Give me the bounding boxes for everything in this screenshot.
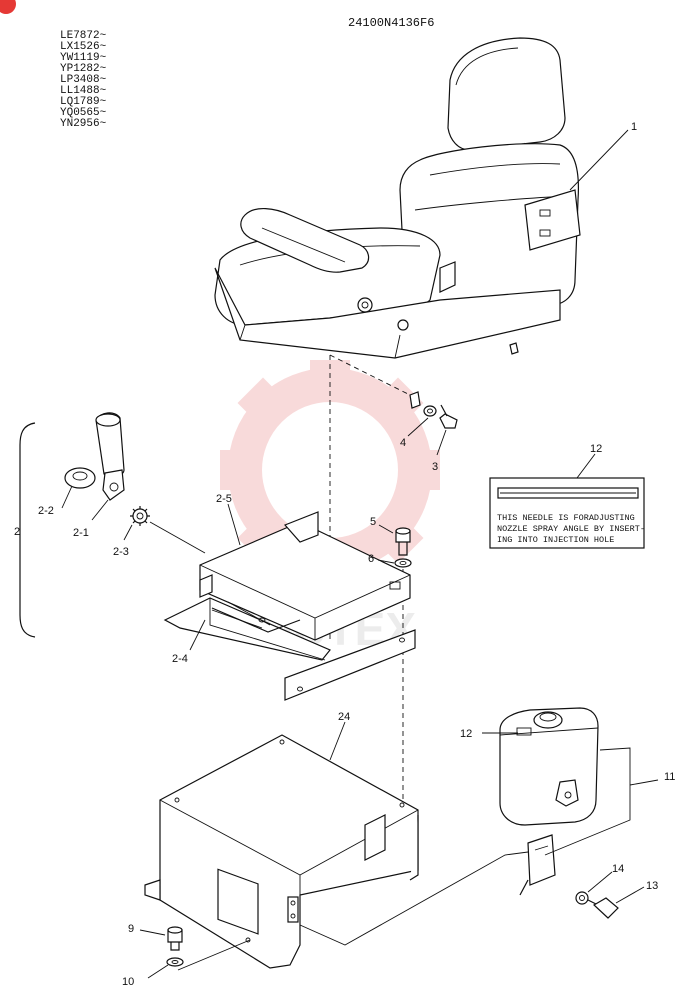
leader-line <box>149 521 206 554</box>
leader-line <box>139 929 166 936</box>
callout-part-2-2: 2-2 <box>38 505 54 517</box>
label-text-line: THIS NEEDLE IS FORADJUSTING <box>497 513 635 523</box>
slide-rail-2-4 <box>163 597 331 661</box>
serial-number: LX1526~ <box>60 41 107 53</box>
callout-cover-24: 24 <box>338 711 350 723</box>
gear-washer-2-3 <box>130 506 150 526</box>
leader-line <box>436 429 447 456</box>
lever-knob-2-1 <box>95 412 125 501</box>
leader-line <box>147 964 169 979</box>
callout-part-2-4: 2-4 <box>172 653 188 665</box>
label-text-line: ING INTO INJECTION HOLE <box>497 535 614 545</box>
leader-line <box>91 499 109 521</box>
washer-6 <box>394 558 412 568</box>
leader-line <box>378 524 394 534</box>
serial-number-list: LE7872~ LX1526~ YW1119~ YP1282~ LP3408~ … <box>60 30 107 130</box>
leader-line <box>227 503 241 546</box>
callout-bolt-5: 5 <box>370 516 376 528</box>
callout-group-2: 2 <box>14 526 20 538</box>
callout-bolt-9: 9 <box>128 923 134 935</box>
drawing-code: 24100N4136F6 <box>348 16 434 30</box>
slide-rail-2-5 <box>199 511 411 641</box>
callout-part-2-3: 2-3 <box>113 546 129 558</box>
callout-washer-10: 10 <box>122 976 134 988</box>
callout-washer-6: 6 <box>368 553 374 565</box>
serial-number: YW1119~ <box>60 52 107 64</box>
washer-14 <box>575 891 589 905</box>
bolt-9 <box>167 926 183 951</box>
serial-number: LQ1789~ <box>60 96 107 108</box>
callout-washer-14: 14 <box>612 863 624 875</box>
callout-bolt-3: 3 <box>432 461 438 473</box>
bolt-13 <box>587 897 619 919</box>
seat-cover-24 <box>144 734 419 969</box>
leader-line <box>329 721 346 761</box>
serial-number: LE7872~ <box>60 30 107 42</box>
alignment-line <box>329 354 411 396</box>
mounting-plate <box>284 629 416 701</box>
bolt-3 <box>439 404 458 429</box>
leader-line <box>569 129 629 191</box>
callout-part-2-5: 2-5 <box>216 493 232 505</box>
callout-part-2-1: 2-1 <box>73 527 89 539</box>
caution-label-12 <box>489 477 645 549</box>
callout-bolt-13: 13 <box>646 880 658 892</box>
washer-4 <box>423 405 437 417</box>
leader-line <box>407 417 429 437</box>
callout-seat: 1 <box>631 121 637 133</box>
washer-tank-11 <box>499 707 599 826</box>
leader-line <box>629 779 659 786</box>
callout-washer-4: 4 <box>400 437 406 449</box>
callout-label-12: 12 <box>590 443 602 455</box>
label-text-line: NOZZLE SPRAY ANGLE BY INSERT- <box>497 524 645 534</box>
leader-line <box>587 871 613 893</box>
serial-number: YP1282~ <box>60 63 107 75</box>
leader-line <box>377 559 395 564</box>
leader-line <box>299 851 529 946</box>
leader-line <box>576 453 596 479</box>
leader-line <box>177 939 251 971</box>
leader-line <box>189 619 206 651</box>
callout-tank-11: 11 <box>664 771 675 783</box>
corner-badge-icon <box>0 0 16 14</box>
leader-line <box>123 524 133 541</box>
leader-line <box>544 747 631 856</box>
serial-number: LP3408~ <box>60 74 107 86</box>
leader-line <box>61 485 73 509</box>
serial-number: YN2956~ <box>60 118 107 130</box>
bolt-5 <box>395 527 411 556</box>
tank-bracket <box>519 834 556 896</box>
callout-label-12b: 12 <box>460 728 472 740</box>
group-bracket <box>19 422 36 638</box>
lever-boot-2-2 <box>64 467 96 489</box>
serial-number: YQ0565~ <box>60 107 107 119</box>
washer-10 <box>166 957 184 967</box>
operator-seat <box>214 37 581 409</box>
serial-number: LL1488~ <box>60 85 107 97</box>
leader-line <box>615 886 645 904</box>
